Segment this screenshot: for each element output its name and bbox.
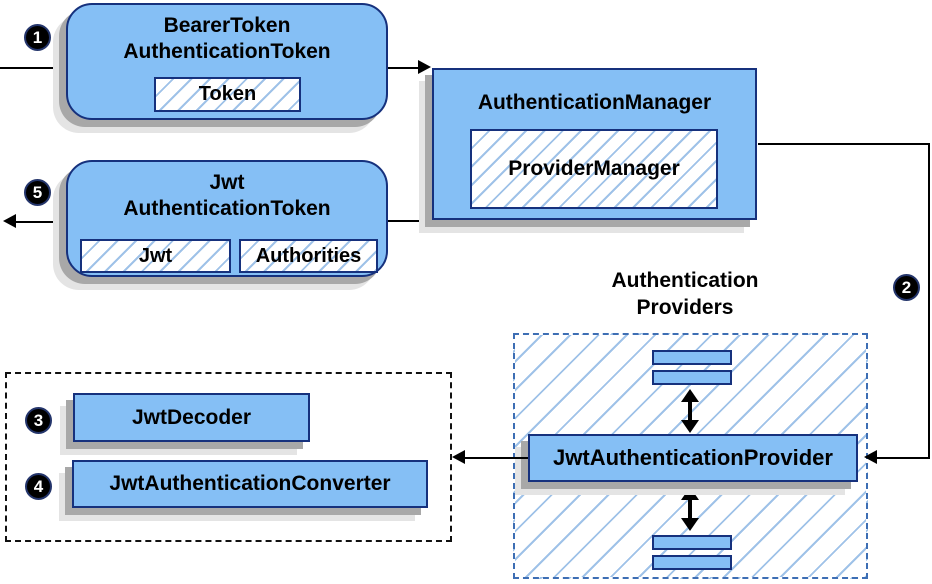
step-3-badge: 3 bbox=[25, 407, 52, 434]
arrow-bearer-to-manager-line bbox=[388, 67, 420, 69]
step-3-number: 3 bbox=[33, 411, 44, 430]
step-4-badge: 4 bbox=[25, 473, 52, 500]
step-2-badge: 2 bbox=[893, 274, 920, 301]
manager-to-jwt-token-line bbox=[388, 220, 434, 222]
bearer-token-title-line2: AuthenticationToken bbox=[123, 40, 331, 63]
provider-list-arrow-top bbox=[681, 389, 699, 433]
other-provider-rect bbox=[652, 350, 732, 365]
bearer-token-title-line1: BearerToken bbox=[163, 14, 291, 37]
outgoing-result-line bbox=[14, 221, 66, 223]
provider-to-helpers-line bbox=[464, 457, 528, 459]
provider-to-helpers-arrowhead bbox=[452, 450, 465, 464]
step-5-number: 5 bbox=[32, 183, 43, 202]
step2-connector-bottom bbox=[876, 457, 930, 459]
arrow-bearer-to-manager-head bbox=[418, 60, 431, 74]
token-chip: Token bbox=[154, 77, 301, 112]
step2-arrowhead bbox=[864, 450, 877, 464]
jwt-decoder-node: JwtDecoder bbox=[73, 393, 310, 442]
authorities-chip-label: Authorities bbox=[255, 244, 362, 267]
step-4-number: 4 bbox=[33, 477, 44, 496]
jwt-authentication-provider-node: JwtAuthenticationProvider bbox=[528, 434, 858, 482]
authentication-providers-title-line2: Providers bbox=[636, 296, 734, 319]
step-1-badge: 1 bbox=[24, 24, 51, 51]
step2-connector-vertical bbox=[928, 143, 930, 459]
authentication-manager-node: AuthenticationManager ProviderManager bbox=[432, 68, 757, 220]
authentication-providers-title-line1: Authentication bbox=[611, 269, 759, 292]
step2-connector-top bbox=[758, 143, 930, 145]
jwt-authentication-converter-label: JwtAuthenticationConverter bbox=[109, 472, 391, 495]
step-5-badge: 5 bbox=[24, 179, 51, 206]
provider-manager-chip-label: ProviderManager bbox=[508, 157, 680, 180]
other-provider-rect bbox=[652, 535, 732, 550]
step-2-number: 2 bbox=[901, 278, 912, 297]
provider-list-arrow-bottom bbox=[681, 487, 699, 531]
jwt-authentication-token-node: Jwt AuthenticationToken Jwt Authorities bbox=[66, 160, 388, 277]
arrow-stem bbox=[688, 497, 692, 521]
incoming-request-line bbox=[0, 67, 66, 69]
jwt-token-title-line1: Jwt bbox=[209, 171, 245, 194]
provider-manager-chip: ProviderManager bbox=[470, 129, 718, 209]
jwt-chip-label: Jwt bbox=[138, 244, 173, 267]
other-provider-rect bbox=[652, 370, 732, 385]
jwt-chip: Jwt bbox=[80, 239, 231, 273]
bearer-token-node-title: BearerToken AuthenticationToken bbox=[68, 5, 386, 65]
jwt-token-node-title: Jwt AuthenticationToken bbox=[68, 162, 386, 222]
jwt-authentication-converter-node: JwtAuthenticationConverter bbox=[72, 460, 428, 508]
outgoing-result-arrowhead bbox=[3, 214, 16, 228]
arrow-up-icon bbox=[681, 389, 699, 402]
authorities-chip: Authorities bbox=[239, 239, 378, 273]
authentication-manager-title: AuthenticationManager bbox=[477, 91, 712, 114]
step-1-number: 1 bbox=[32, 28, 43, 47]
jwt-decoder-label: JwtDecoder bbox=[131, 405, 252, 429]
arrow-up-icon bbox=[681, 487, 699, 500]
jwt-authentication-provider-label: JwtAuthenticationProvider bbox=[553, 445, 833, 470]
bearer-token-authentication-token-node: BearerToken AuthenticationToken Token bbox=[66, 3, 388, 120]
arrow-down-icon bbox=[681, 518, 699, 531]
token-chip-label: Token bbox=[198, 83, 257, 105]
jwt-token-title-line2: AuthenticationToken bbox=[123, 197, 331, 220]
authentication-providers-title: Authentication Providers bbox=[535, 267, 835, 321]
arrow-stem bbox=[688, 399, 692, 423]
other-provider-rect bbox=[652, 555, 732, 570]
arrow-down-icon bbox=[681, 420, 699, 433]
